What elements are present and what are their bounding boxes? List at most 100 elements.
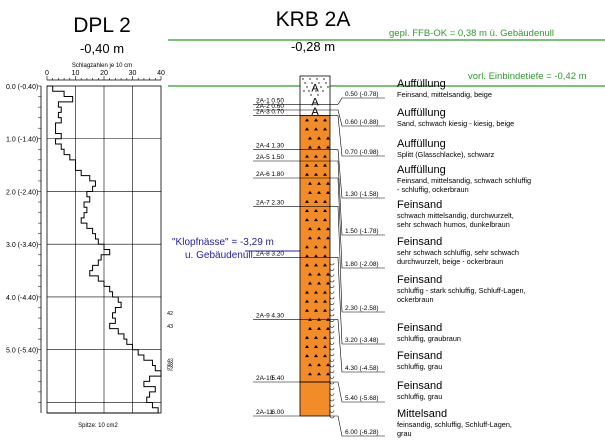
boundary-leader <box>330 319 385 373</box>
layer-description: schluffig, grau <box>397 362 442 371</box>
krb-soil-symbol <box>317 145 321 149</box>
krb-soil-symbol <box>323 345 327 348</box>
krb-soil-symbol <box>308 317 312 321</box>
boundary-leader <box>330 149 385 199</box>
boundary-label: 1.80 (-2.08) <box>345 261 379 268</box>
dpl-overflow-label: 52 <box>167 367 173 373</box>
layer-name: Feinsand <box>397 350 442 362</box>
krb-soil-symbol <box>314 308 318 312</box>
layer-name: Auffüllung <box>397 107 446 119</box>
layer-name: Feinsand <box>397 380 442 392</box>
layer-description: sehr schwach schluffig, sehr schwach <box>397 248 519 257</box>
krb-soil-symbol <box>317 272 321 276</box>
krb-soil-symbol <box>323 254 327 258</box>
krb-dot <box>306 86 308 88</box>
layer-description: Sand, schwach kiesig - kiesig, beige <box>397 119 514 128</box>
krb-dot <box>302 78 304 80</box>
krb-silt-mark <box>329 268 335 271</box>
krb-soil-symbol <box>305 199 309 203</box>
krb-soil-symbol <box>314 118 318 122</box>
krb-soil-symbol <box>323 163 327 167</box>
krb-soil-symbol <box>314 290 318 294</box>
krb-dot <box>309 78 311 80</box>
krb-soil-symbol <box>308 326 312 330</box>
layer-description: Feinsand, mittelsandig, beige <box>397 90 492 99</box>
krb-fill-symbol: A <box>311 97 319 109</box>
dpl-title: DPL 2 <box>73 14 131 37</box>
dpl-y-label: 3.0 (-3.40) <box>6 242 38 249</box>
krb-soil-symbol <box>317 227 321 231</box>
boundary-label: 4.30 (-4.58) <box>345 365 379 372</box>
krb-dot <box>313 86 315 88</box>
sample-id: 2A-10 <box>256 375 274 382</box>
dpl-overflow-label: 48 <box>167 362 173 368</box>
layer-description: sehr schwach humos, dunkelbraun <box>397 220 510 229</box>
boundary-label: 1.30 (-1.58) <box>345 191 379 198</box>
dpl-y-label: 0.0 (-0.40) <box>6 84 38 91</box>
krb-dot <box>303 90 305 92</box>
krb-silt-mark <box>329 415 335 419</box>
krb-silt-mark <box>329 387 335 390</box>
krb-silt-mark <box>329 291 335 294</box>
krb-soil-symbol <box>314 263 318 267</box>
sample-id: 2A-2 <box>256 103 270 110</box>
layer-description: schwach mittelsandig, durchwurzelt, <box>397 211 514 220</box>
dpl-y-label: 4.0 (-4.40) <box>6 295 38 302</box>
krb-soil-symbol <box>326 317 330 321</box>
krb-soil-symbol <box>323 335 327 339</box>
krb-soil-symbol <box>326 272 330 276</box>
krb-dot <box>317 94 319 96</box>
krb-soil-symbol <box>308 281 312 285</box>
klopfnaesse-label: "Klopfnässe" = -3,29 m <box>172 237 274 248</box>
layer-description: Feinsand, mittelsandig, schwach schluffi… <box>397 176 531 185</box>
krb-dot <box>316 78 318 80</box>
krb-soil-symbol <box>326 281 330 285</box>
krb-soil-symbol <box>305 335 309 339</box>
krb-soil-symbol <box>305 345 309 348</box>
krb-soil-symbol <box>308 181 312 185</box>
krb-soil-symbol <box>323 354 327 358</box>
sample-id: 2A-11 <box>256 409 273 416</box>
krb-soil-symbol <box>314 199 318 203</box>
krb-dot <box>315 90 317 92</box>
krb-silt-mark <box>329 336 335 339</box>
krb-soil-symbol <box>308 145 312 149</box>
boundary-leader <box>330 97 385 105</box>
layer-description: Splitt (Glasschlacke), schwarz <box>397 150 495 159</box>
krb-fill-mittelsand <box>299 381 331 417</box>
boundary-label: 5.40 (-5.68) <box>345 395 379 402</box>
layer-name: Feinsand <box>397 236 442 248</box>
krb-soil-symbol <box>323 245 327 249</box>
krb-soil-symbol <box>317 326 321 330</box>
krb-soil-symbol <box>308 372 312 376</box>
krb-soil-symbol <box>314 127 318 131</box>
dpl-x-tick-label: 10 <box>72 70 80 77</box>
krb-soil-symbol <box>323 199 327 203</box>
dpl-overflow-label: 43 <box>167 358 173 364</box>
boundary-leader <box>330 257 385 345</box>
layer-description: schluffig, graubraun <box>397 334 461 343</box>
krb-soil-symbol <box>314 163 318 167</box>
sample-id: 2A-5 <box>256 154 270 161</box>
layer-name: Auffüllung <box>397 78 446 90</box>
sample-depth: 6.00 <box>271 409 284 416</box>
einbindetiefe-label: vorl. Einbindetiefe = -0,42 m <box>468 71 587 82</box>
krb-silt-mark <box>329 398 335 402</box>
krb-silt-mark <box>329 296 335 300</box>
boundary-label: 6.00 (-6.28) <box>345 429 379 436</box>
sample-depth: 1.80 <box>271 171 284 178</box>
krb-soil-symbol <box>326 145 330 149</box>
krb-soil-symbol <box>317 190 321 194</box>
krb-dot <box>323 78 325 80</box>
krb-silt-mark <box>329 347 335 351</box>
dpl-blow-profile <box>47 85 162 414</box>
krb-soil-symbol <box>308 272 312 276</box>
krb-soil-symbol <box>317 236 321 240</box>
layer-description: durchwurzelt, beige - ockerbraun <box>397 257 503 266</box>
dpl-x-tick-label: 30 <box>129 70 137 77</box>
krb-silt-mark <box>329 381 335 385</box>
krb-silt-mark <box>329 376 335 379</box>
